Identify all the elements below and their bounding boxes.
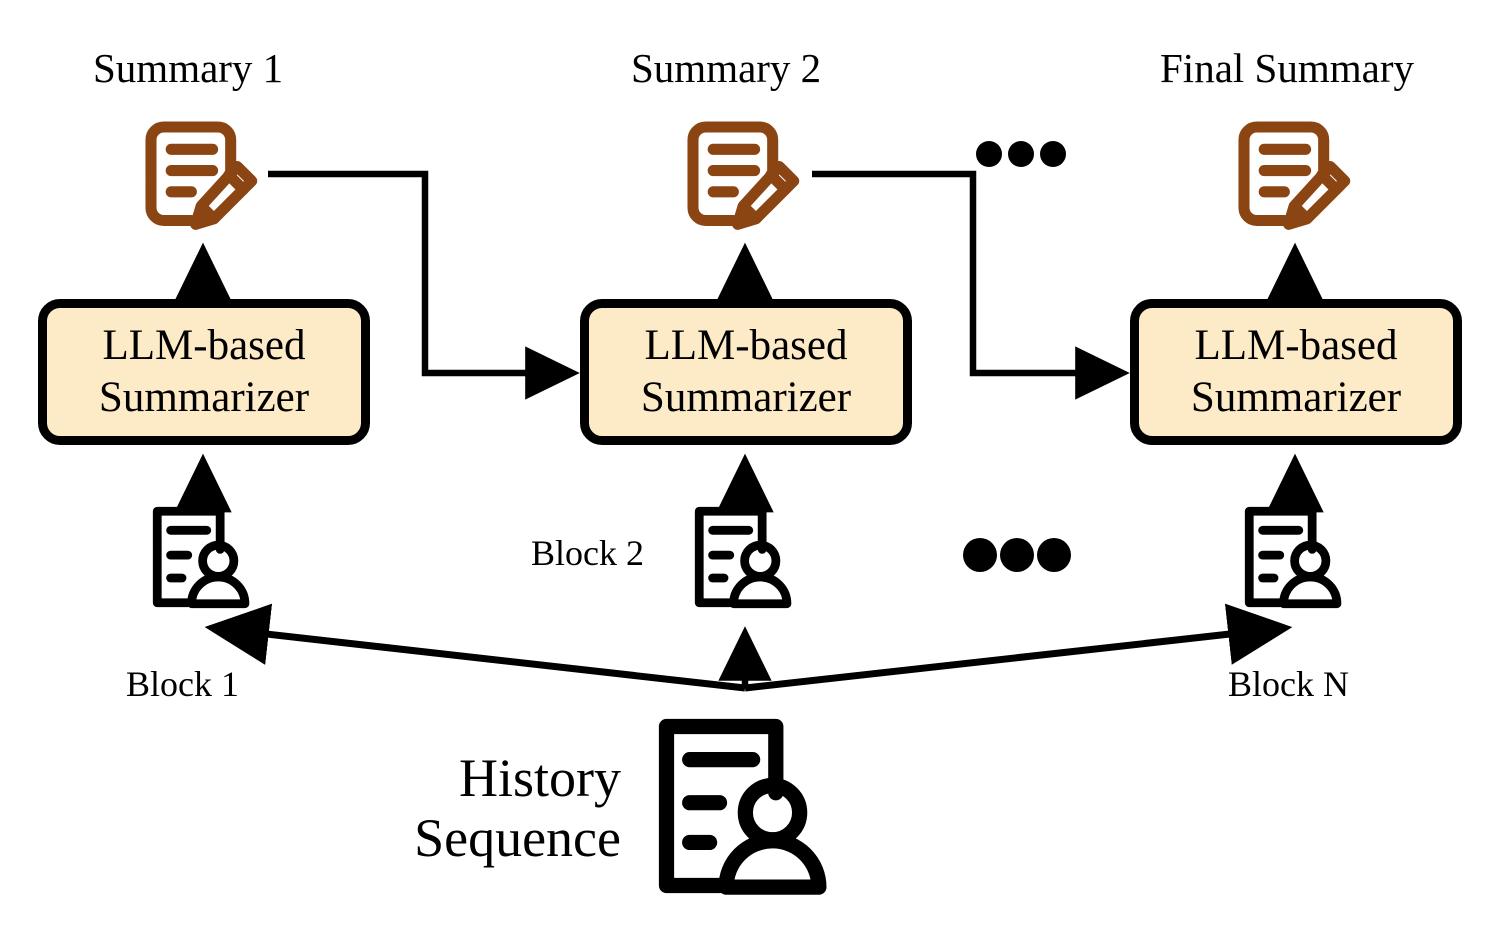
summary-2-label: Summary 2 — [631, 45, 822, 91]
history-sequence-line1: History — [459, 748, 621, 808]
llm-summarizer-box-1[interactable]: LLM-based Summarizer — [38, 299, 370, 445]
llm-summarizer-1-line2: Summarizer — [98, 374, 310, 421]
llm-summarizer-3-line2: Summarizer — [1190, 374, 1402, 421]
block-ellipsis-icon — [962, 534, 1072, 576]
block-1-label: Block 1 — [126, 664, 239, 704]
block-n-label: Block N — [1228, 664, 1349, 704]
history-sequence-line2: Sequence — [414, 808, 621, 869]
summary-ellipsis-icon — [975, 138, 1067, 170]
llm-summarizer-box-2[interactable]: LLM-based Summarizer — [580, 299, 912, 445]
block-2-label: Block 2 — [531, 533, 644, 573]
llm-summarizer-box-3[interactable]: LLM-based Summarizer — [1130, 299, 1462, 445]
summary-2-document-pencil-icon — [676, 110, 812, 246]
block-2-document-person-icon — [684, 496, 806, 618]
arrow-history-to-block1 — [204, 603, 746, 692]
final-summary-label: Final Summary — [1160, 45, 1414, 91]
final-summary-document-pencil-icon — [1227, 110, 1363, 246]
history-sequence-label: History Sequence — [378, 748, 621, 869]
llm-summarizer-2-line2: Summarizer — [640, 374, 852, 421]
block-n-document-person-icon — [1234, 496, 1356, 618]
llm-summarizer-3-line1: LLM-based — [1194, 321, 1398, 369]
arrow-history-to-blockn — [744, 603, 1293, 692]
summary-1-label: Summary 1 — [93, 45, 284, 91]
history-sequence-document-person-icon — [640, 700, 852, 912]
summary-1-document-pencil-icon — [134, 110, 270, 246]
llm-summarizer-1-line1: LLM-based — [102, 321, 306, 369]
block-1-document-person-icon — [142, 496, 264, 618]
llm-summarizer-2-line1: LLM-based — [644, 321, 848, 369]
